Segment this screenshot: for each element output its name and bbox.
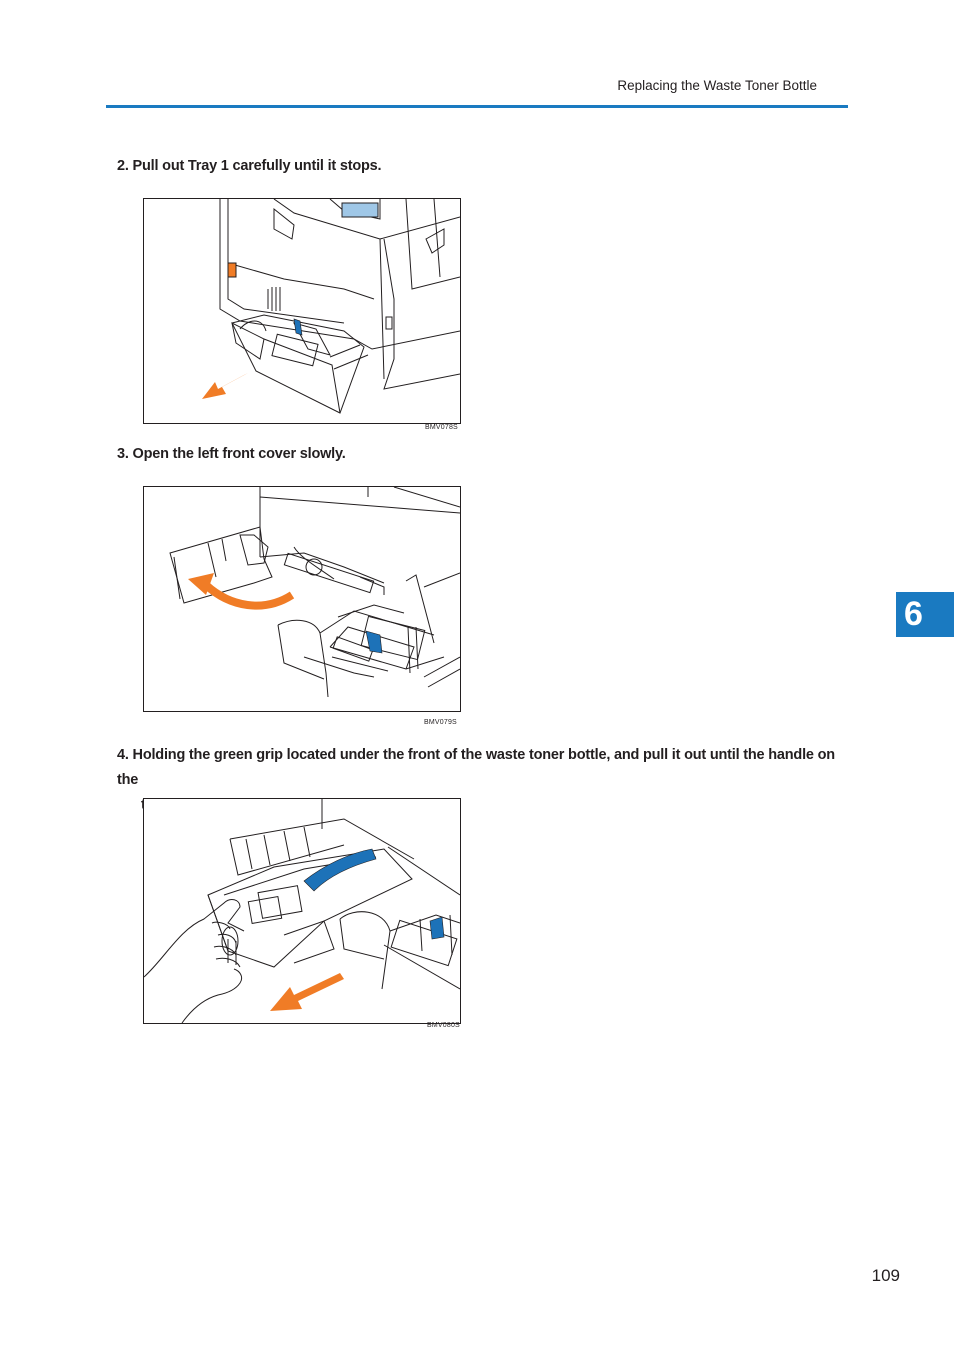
step-text: Open the left front cover slowly. xyxy=(132,446,346,462)
figure-pull-out-waste-toner-bottle xyxy=(143,798,461,1024)
step-number: 3. xyxy=(117,446,129,462)
front-cover-illustration xyxy=(169,487,460,698)
step-text-line1: Holding the green grip located under the… xyxy=(117,747,835,788)
step-text: Pull out Tray 1 carefully until it stops… xyxy=(132,158,382,174)
figure-open-front-cover xyxy=(143,486,461,712)
waste-toner-bottle-illustration xyxy=(144,799,460,1023)
printer-tray-illustration xyxy=(202,199,460,414)
figure-code: BMV078S xyxy=(425,424,458,431)
step-3: 3. Open the left front cover slowly. xyxy=(117,446,346,462)
figure-pull-out-tray xyxy=(143,198,461,424)
chapter-tab: 6 xyxy=(896,592,954,637)
step-2: 2. Pull out Tray 1 carefully until it st… xyxy=(117,158,382,174)
step-number: 2. xyxy=(117,158,129,174)
header-rule xyxy=(106,105,848,108)
figure-code: BMV079S xyxy=(424,719,457,726)
figure-code: BMV080S xyxy=(427,1022,460,1029)
running-header: Replacing the Waste Toner Bottle xyxy=(617,78,817,93)
page-number: 109 xyxy=(871,1266,900,1285)
step-number: 4. xyxy=(117,747,129,763)
